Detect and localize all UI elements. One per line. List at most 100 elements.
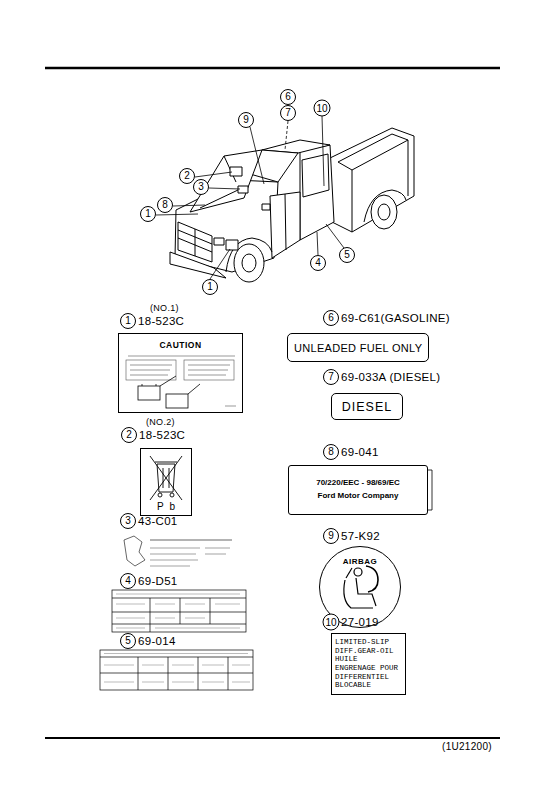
part-number: 69-C61(GASOLINE)	[341, 312, 450, 325]
crossed-bin-symbol-stroke	[158, 493, 162, 497]
decal-69-014-stroke-stroke	[172, 665, 194, 666]
oil-decal: LIMITED-SLIP DIFF.GEAR-OILHUILE ENGRENAG…	[331, 633, 406, 695]
decal-69-014-stroke-stroke	[232, 665, 250, 666]
pickup-truck-stroke	[226, 240, 238, 250]
leader-lines-stroke	[156, 214, 198, 215]
pickup-truck	[170, 128, 414, 282]
decal-text: UNLEADED FUEL ONLY	[294, 342, 422, 354]
decal-69-014-stroke	[198, 657, 199, 690]
callout-number: 4	[120, 573, 136, 589]
pickup-truck-stroke	[226, 238, 272, 272]
part-number: 43-C01	[138, 515, 178, 528]
caution-decal-art-stroke-stroke	[138, 386, 160, 400]
decal-69-d51-stroke-stroke	[116, 594, 240, 595]
decal-69-014-stroke-stroke	[142, 665, 164, 666]
callout-text: 1	[125, 316, 131, 326]
decal-69-014-stroke-stroke	[104, 682, 134, 683]
decal-43-c01-stroke	[150, 540, 232, 541]
part-number: 57-K92	[341, 530, 380, 543]
leader-lines-stroke	[210, 249, 230, 279]
crossed-bin-symbol	[150, 456, 182, 500]
decal-43-c01-stroke	[150, 566, 190, 567]
caution-decal-art-stroke	[126, 360, 176, 380]
part-number: 18-523C	[139, 429, 185, 442]
callout-number: 10	[314, 100, 331, 117]
callout-number: 6	[280, 89, 296, 105]
leader-lines-stroke	[209, 188, 240, 189]
pickup-truck-stroke	[230, 167, 242, 176]
callout-number: 6	[323, 310, 339, 326]
callout-number: 7	[323, 369, 339, 385]
decal-69-014-stroke	[100, 650, 253, 690]
decal-69-014	[100, 650, 253, 690]
decal-69-d51-stroke-stroke	[116, 628, 145, 629]
caution-decal-art-stroke	[130, 365, 172, 366]
pickup-truck-stroke	[371, 195, 397, 229]
callout-text: 4	[125, 576, 131, 586]
leader-lines	[156, 116, 344, 279]
decal-69-d51-stroke	[112, 624, 246, 625]
callout-number: 8	[157, 197, 173, 213]
part-number: 18-523C	[138, 315, 184, 328]
callout-number: 10	[323, 614, 340, 631]
decal-69-014-stroke	[100, 657, 253, 658]
caution-decal-art-stroke	[138, 376, 200, 408]
pickup-truck-stroke	[242, 254, 256, 272]
caution-decal-art-stroke-stroke	[188, 384, 200, 394]
crossed-bin-symbol-stroke	[155, 462, 177, 463]
caution-decal-art-stroke-stroke	[156, 384, 157, 386]
leader-lines-stroke	[326, 224, 344, 248]
decal-69-014-stroke	[168, 657, 169, 690]
decal-69-d51-stroke	[116, 594, 240, 628]
decal-69-d51-stroke-stroke	[155, 604, 175, 605]
callout-number: 2	[179, 168, 195, 184]
decal-69-d51-stroke-stroke	[116, 618, 145, 619]
decal-69-014-stroke-stroke	[172, 682, 194, 683]
decal-43-c01-stroke	[150, 554, 196, 555]
part-number: 69-D51	[138, 575, 178, 588]
decal-69-d51-stroke-stroke	[185, 618, 205, 619]
callout-number: 5	[120, 633, 136, 649]
callout-number: 3	[193, 179, 209, 195]
leader-lines-stroke	[195, 172, 232, 177]
frame-rules-stroke	[45, 737, 500, 739]
decal-43-c01-stroke	[205, 548, 230, 549]
pickup-truck-stroke	[270, 192, 300, 258]
decal-69-014-stroke	[138, 657, 139, 690]
crossed-bin-symbol-stroke	[150, 456, 182, 500]
decal-69-014-stroke-stroke	[142, 682, 164, 683]
callout-text: 10	[325, 617, 336, 627]
crossed-bin-symbol-stroke	[170, 493, 174, 497]
caution-decal-art-stroke	[128, 356, 235, 357]
decal-43-c01-stroke	[150, 560, 198, 561]
decal-43-c01-stroke	[205, 554, 226, 555]
decal-text: Pb	[147, 501, 191, 512]
caution-decal-art-stroke-stroke	[166, 394, 188, 408]
callout-text: 5	[125, 636, 131, 646]
airbag-seat-symbol-stroke	[366, 566, 378, 592]
decal-text: CAUTION	[119, 340, 242, 350]
frame-rules-stroke	[45, 67, 500, 70]
callout-text: 2	[126, 430, 132, 440]
callout-number: 9	[323, 528, 339, 544]
pickup-truck-stroke	[408, 140, 409, 196]
decal-69-d51-stroke-stroke	[185, 604, 205, 605]
crossed-bin-symbol-stroke	[150, 456, 182, 500]
part-number: 27-019	[341, 616, 379, 629]
pickup-truck-stroke	[378, 204, 390, 220]
decal-69-d51-stroke	[112, 612, 246, 613]
callout-text: 3	[198, 182, 204, 192]
variant-note: (NO.2)	[146, 418, 175, 428]
airbag-seat-symbol-stroke	[346, 568, 352, 578]
callout-text: 9	[328, 531, 334, 541]
decal-69-d51-stroke-stroke	[116, 604, 145, 605]
leader-lines-stroke	[285, 121, 288, 150]
decal-69-014-stroke	[100, 673, 253, 674]
label-tab-stroke	[428, 470, 432, 510]
caution-decal-art-stroke	[188, 375, 226, 376]
airbag-seat-symbol	[344, 566, 378, 608]
caution-decal-art-stroke	[188, 370, 228, 371]
part-number: 69-033A (DIESEL)	[341, 371, 440, 384]
decal-69-d51-stroke-stroke	[155, 628, 240, 629]
